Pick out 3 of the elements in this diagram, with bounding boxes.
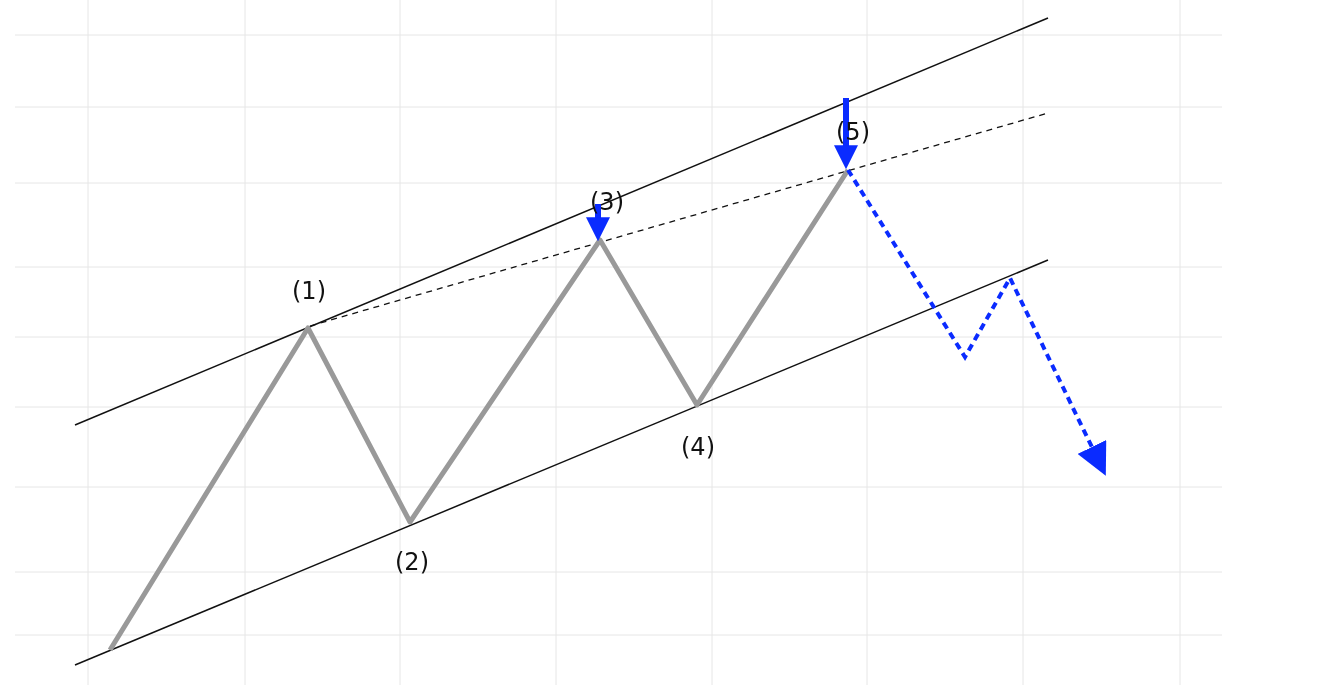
wave-label: (1): [292, 279, 326, 303]
wave-label: (4): [681, 435, 715, 459]
wave-label: (2): [395, 550, 429, 574]
